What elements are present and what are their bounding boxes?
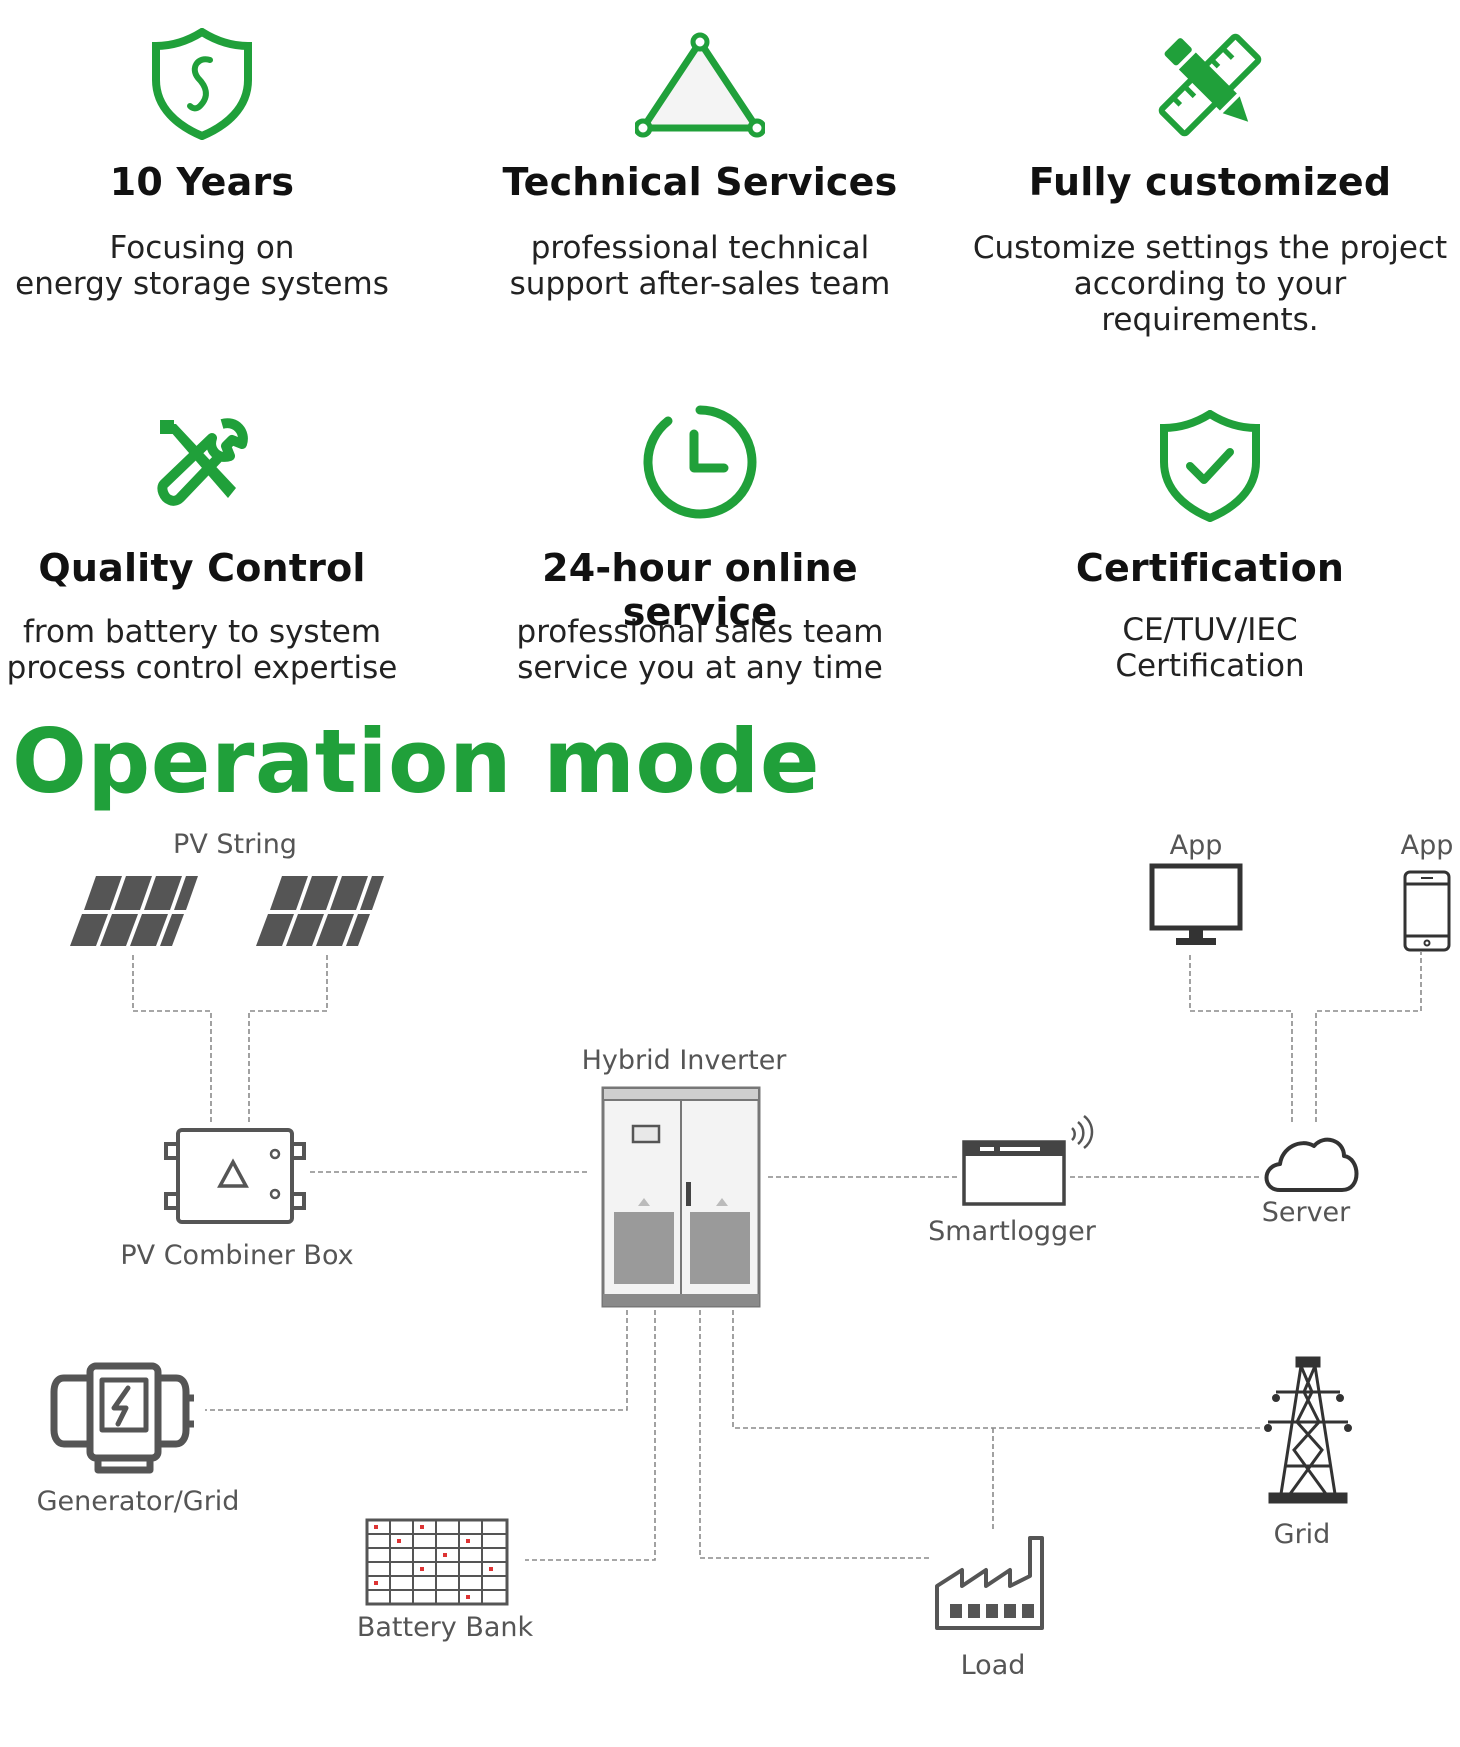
feature-title: 10 Years (109, 160, 295, 204)
monitor-icon (1149, 863, 1243, 945)
grid-node: Grid (1264, 1356, 1352, 1550)
pv-string-label: PV String (173, 829, 297, 860)
pylon-icon (1264, 1356, 1352, 1504)
solar-panel-icon (256, 876, 384, 946)
feature-desc-line: Customize settings the project (972, 230, 1448, 266)
feature-desc-line: support after-sales team (509, 266, 891, 302)
feature-desc-line: Focusing on (109, 230, 295, 266)
combiner-box-icon (164, 1128, 306, 1224)
feature-desc-line: from battery to system (22, 614, 382, 650)
server-node: Server (1262, 1137, 1359, 1228)
load-label: Load (961, 1650, 1026, 1681)
smartlogger-label: Smartlogger (928, 1216, 1097, 1247)
shield-check-icon (1160, 410, 1260, 522)
app-phone-node: App (1401, 830, 1454, 952)
inverter-cabinet-icon (601, 1086, 761, 1308)
pv-combiner-node: PV Combiner Box (120, 1128, 354, 1271)
phone-icon (1403, 870, 1451, 952)
generator-node: Generator/Grid (37, 1362, 240, 1517)
battery-bank-icon (365, 1518, 509, 1606)
battery-bank-label: Battery Bank (357, 1612, 534, 1643)
feature-title: Technical Services (502, 160, 898, 204)
load-node: Load (935, 1536, 1044, 1681)
feature-title: Quality Control (38, 546, 366, 590)
tools-icon (157, 418, 248, 506)
server-label: Server (1262, 1197, 1351, 1228)
shield-s-icon (152, 28, 252, 140)
factory-icon (935, 1536, 1044, 1630)
generator-label: Generator/Grid (37, 1486, 240, 1517)
feature-desc-line: Certification (1115, 648, 1305, 684)
feature-desc-line: process control expertise (6, 650, 398, 686)
feature-title: 24-hour online service (542, 546, 858, 634)
smartlogger-node: Smartlogger (928, 1115, 1097, 1247)
hybrid-inverter-label: Hybrid Inverter (582, 1045, 788, 1076)
feature-desc-line: according to your requirements. (1073, 266, 1347, 338)
feature-desc-line: CE/TUV/IEC (1122, 612, 1298, 648)
feature-title: Certification (1075, 546, 1345, 590)
triangle-icon (635, 32, 765, 138)
clock-icon (643, 405, 757, 519)
cloud-icon (1264, 1137, 1359, 1192)
smartlogger-icon (962, 1115, 1094, 1206)
pencil-ruler-icon (1158, 33, 1262, 137)
feature-desc-line: service you at any time (517, 650, 883, 686)
feature-desc-line: professional technical (530, 230, 870, 266)
feature-desc-line: professional sales team (516, 614, 884, 650)
solar-panel-icon (70, 876, 198, 946)
feature-desc-line: energy storage systems (15, 266, 389, 302)
pv-combiner-label: PV Combiner Box (120, 1240, 353, 1271)
app-monitor-node: App (1149, 830, 1243, 945)
feature-title: Fully customized (1028, 160, 1392, 204)
hybrid-inverter-node: Hybrid Inverter (582, 1045, 788, 1308)
app-monitor-label: App (1170, 830, 1223, 861)
grid-label: Grid (1274, 1519, 1331, 1550)
connectors (132, 952, 1422, 1561)
battery-bank-node: Battery Bank (357, 1518, 534, 1643)
app-phone-label: App (1401, 830, 1454, 861)
pv-string-node: PV String (70, 829, 384, 946)
generator-icon (50, 1362, 194, 1474)
section-title: Operation mode (12, 710, 821, 813)
